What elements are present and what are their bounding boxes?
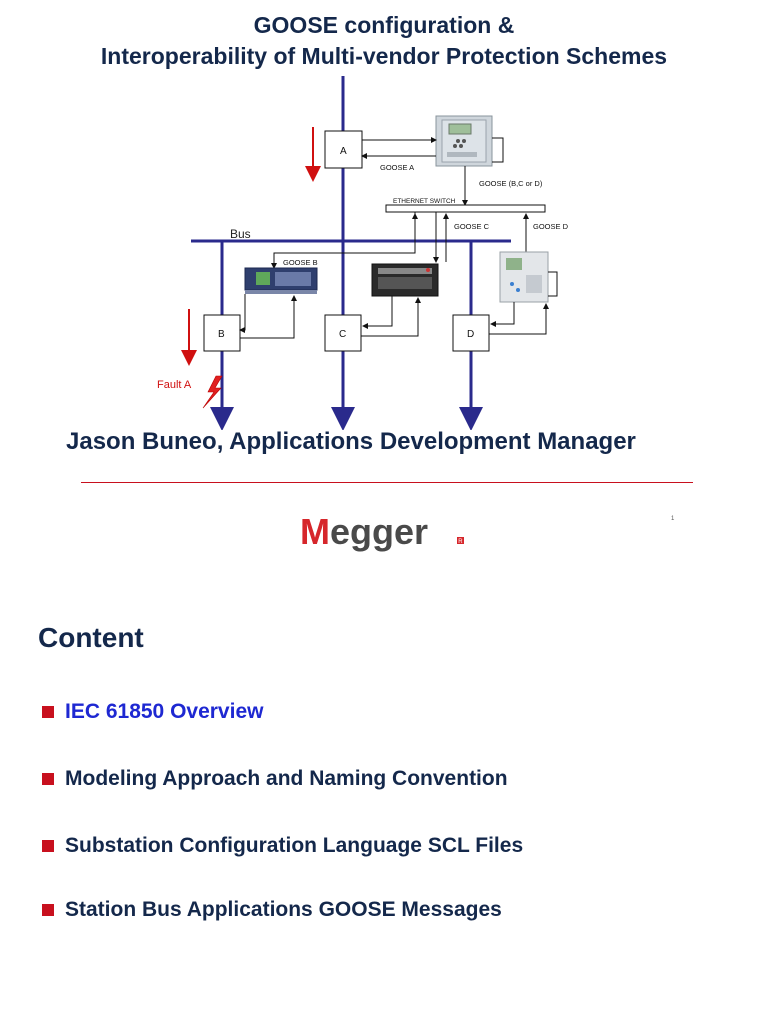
bullet-square-icon bbox=[42, 840, 54, 852]
megger-logo: Megger R bbox=[300, 511, 464, 552]
breaker-d bbox=[452, 314, 490, 352]
breaker-c bbox=[324, 314, 362, 352]
svg-text:Megger: Megger bbox=[300, 511, 428, 552]
bus-label: Bus bbox=[230, 227, 251, 241]
fault-label: Fault A bbox=[157, 379, 192, 391]
bullet-square-icon bbox=[42, 904, 54, 916]
lightning-bolt-icon bbox=[202, 375, 223, 409]
ethernet-switch bbox=[385, 204, 546, 213]
breaker-c-label: C bbox=[339, 329, 346, 340]
goose-b-label: GOOSE B bbox=[283, 258, 318, 267]
protection-scheme-diagram: Bus A B C D GOOSE A GOOSE (B,C or D) ETH… bbox=[157, 76, 569, 430]
switch-label: ETHERNET SWITCH bbox=[393, 198, 456, 205]
title-line-2: Interoperability of Multi-vendor Protect… bbox=[100, 43, 668, 69]
bullet-item-1: IEC 61850 Overview bbox=[42, 700, 263, 724]
goose-c-label: GOOSE C bbox=[454, 222, 490, 231]
relay-b-device bbox=[244, 267, 318, 294]
relay-c-device bbox=[371, 263, 439, 297]
relay-d-device bbox=[499, 251, 549, 303]
bullet-square-icon bbox=[42, 706, 54, 718]
bullet-text: Modeling Approach and Naming Convention bbox=[65, 767, 508, 790]
bullet-item-4: Station Bus Applications GOOSE Messages bbox=[42, 898, 502, 922]
bullet-square-icon bbox=[42, 773, 54, 785]
breaker-b-label: B bbox=[218, 329, 225, 340]
divider-line bbox=[81, 482, 693, 483]
page-number: 1 bbox=[671, 516, 675, 522]
author-line: Jason Buneo, Applications Development Ma… bbox=[66, 428, 636, 455]
goose-d-label: GOOSE D bbox=[533, 222, 569, 231]
bullet-item-2: Modeling Approach and Naming Convention bbox=[42, 767, 508, 791]
content-heading: Content bbox=[38, 622, 144, 653]
goose-a-label: GOOSE A bbox=[380, 163, 414, 172]
title-line-1: GOOSE configuration & bbox=[253, 12, 515, 38]
bullet-text: Substation Configuration Language SCL Fi… bbox=[65, 834, 524, 857]
bullet-item-3: Substation Configuration Language SCL Fi… bbox=[42, 834, 523, 858]
breaker-a-label: A bbox=[340, 146, 347, 157]
breaker-d-label: D bbox=[467, 329, 474, 340]
goose-bcd-label: GOOSE (B,C or D) bbox=[479, 179, 543, 188]
breaker-a bbox=[324, 130, 363, 169]
slide-title: GOOSE configuration & Interoperability o… bbox=[0, 10, 768, 72]
bullet-text: Station Bus Applications GOOSE Messages bbox=[65, 898, 502, 921]
relay-a-device bbox=[435, 115, 493, 167]
breaker-b bbox=[203, 314, 241, 352]
bullet-text: IEC 61850 Overview bbox=[65, 700, 264, 723]
svg-text:R: R bbox=[458, 539, 463, 545]
